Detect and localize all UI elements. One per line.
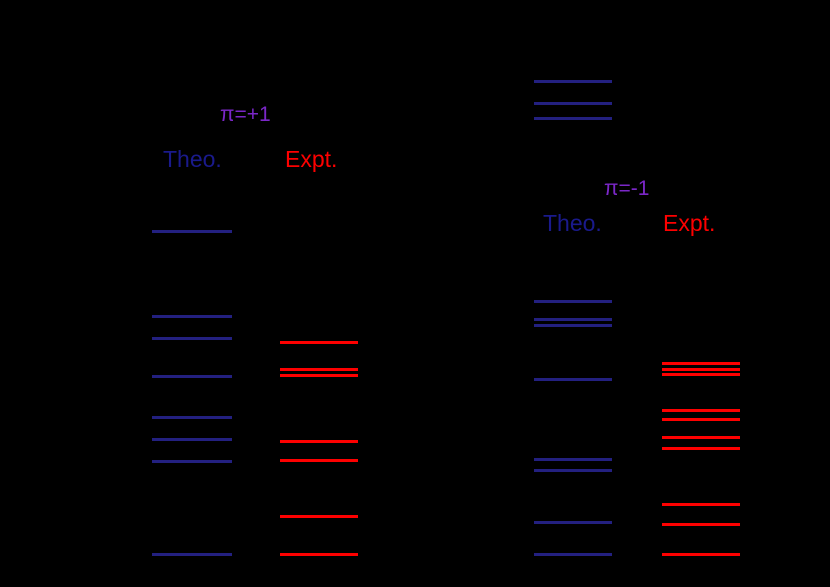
experiment-energy-level [280, 553, 358, 556]
experiment-energy-level [280, 459, 358, 462]
experiment-energy-level [662, 503, 740, 506]
theory-energy-level [534, 318, 612, 321]
theory-energy-level [534, 378, 612, 381]
theory-energy-level [152, 553, 232, 556]
theory-energy-level [534, 117, 612, 120]
experiment-energy-level [662, 436, 740, 439]
experiment-energy-level [280, 440, 358, 443]
parity-label-positive-parity: π=+1 [220, 103, 271, 126]
theory-energy-level [534, 102, 612, 105]
experiment-energy-level [280, 515, 358, 518]
theory-energy-level [152, 416, 232, 419]
theory-column-label-negative-parity: Theo. [543, 210, 602, 236]
parity-label-negative-parity: π=-1 [604, 177, 650, 200]
theory-energy-level [534, 80, 612, 83]
theory-energy-level [152, 375, 232, 378]
theory-energy-level [534, 469, 612, 472]
theory-energy-level [534, 300, 612, 303]
theory-energy-level [152, 315, 232, 318]
theory-energy-level [152, 438, 232, 441]
experiment-energy-level [662, 373, 740, 376]
experiment-energy-level [662, 523, 740, 526]
experiment-energy-level [280, 368, 358, 371]
experiment-column-label-positive-parity: Expt. [285, 146, 338, 172]
theory-energy-level [534, 324, 612, 327]
experiment-energy-level [280, 341, 358, 344]
experiment-energy-level [662, 368, 740, 371]
theory-energy-level [152, 337, 232, 340]
experiment-energy-level [662, 447, 740, 450]
theory-energy-level [534, 458, 612, 461]
experiment-energy-level [662, 418, 740, 421]
experiment-energy-level [280, 374, 358, 377]
theory-energy-level [534, 521, 612, 524]
experiment-energy-level [662, 409, 740, 412]
theory-column-label-positive-parity: Theo. [163, 146, 222, 172]
theory-energy-level [534, 553, 612, 556]
theory-energy-level [152, 230, 232, 233]
experiment-energy-level [662, 553, 740, 556]
experiment-energy-level [662, 362, 740, 365]
theory-energy-level [152, 460, 232, 463]
experiment-column-label-negative-parity: Expt. [663, 210, 716, 236]
